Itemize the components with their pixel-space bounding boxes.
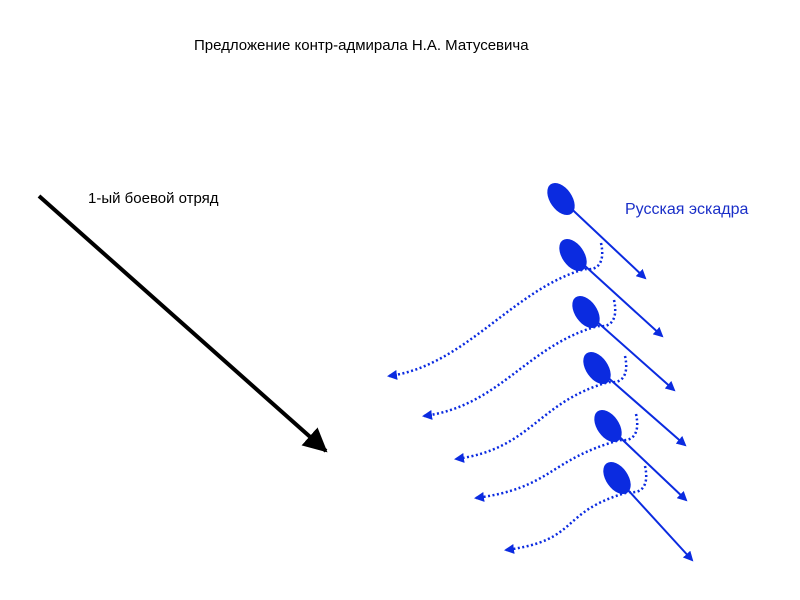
russian-ship-icon: [559, 238, 587, 272]
ship-turn-path: [454, 355, 628, 463]
russian-squadron-label: Русская эскадра: [625, 201, 749, 218]
ship-turn-path: [387, 242, 604, 380]
russian-ship-icon: [583, 351, 611, 385]
russian-ship-icon: [547, 182, 575, 216]
ship-turn-path: [422, 299, 617, 420]
russian-ship-icon: [594, 409, 622, 443]
japanese-squadron-label: 1-ый боевой отряд: [88, 190, 219, 207]
diagram-title: Предложение контр-адмирала Н.А. Матусеви…: [194, 37, 529, 54]
ship-course-arrow: [607, 425, 688, 502]
ship-turn-path: [474, 413, 639, 502]
ship-course-arrow: [560, 198, 647, 280]
russian-ship-icon: [572, 295, 600, 329]
japanese-course-arrow: [37, 194, 328, 453]
ship-turn-path: [504, 465, 648, 554]
russian-ship-icon: [603, 461, 631, 495]
ship-course-arrow: [572, 254, 664, 338]
ship-course-arrow: [596, 367, 687, 447]
ship-course-arrow: [585, 311, 676, 392]
